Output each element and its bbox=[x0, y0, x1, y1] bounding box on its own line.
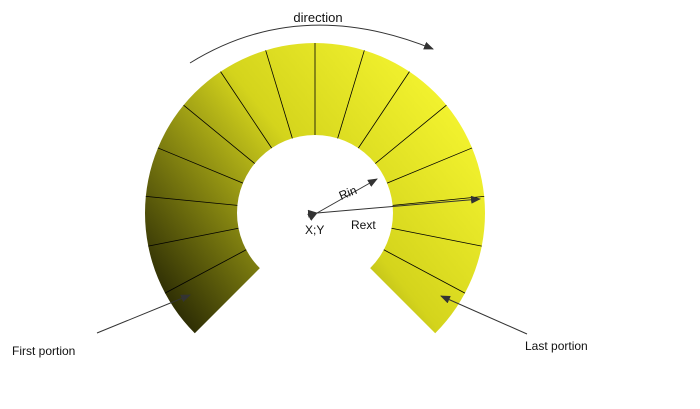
last-portion-label: Last portion bbox=[525, 339, 588, 353]
direction-label: direction bbox=[293, 10, 342, 25]
portion-divider bbox=[375, 104, 447, 164]
portion-divider bbox=[265, 50, 293, 139]
rext-arrow bbox=[307, 195, 481, 218]
portion-divider bbox=[145, 195, 238, 206]
portion-divider bbox=[148, 227, 239, 247]
portion-divider bbox=[157, 147, 244, 184]
portion-divider bbox=[183, 104, 255, 164]
portion-divider bbox=[386, 147, 473, 184]
portion-divider bbox=[220, 71, 273, 149]
rin-label: Rin bbox=[337, 183, 359, 203]
first-portion-label: First portion bbox=[12, 344, 75, 358]
portion-divider bbox=[164, 249, 247, 294]
portion-divider bbox=[337, 50, 365, 139]
center-label: X;Y bbox=[305, 223, 324, 237]
first-portion-arrow bbox=[96, 294, 191, 334]
ring-body bbox=[145, 43, 485, 334]
portion-divider bbox=[357, 71, 410, 149]
portion-divider bbox=[391, 227, 482, 247]
portion-divider bbox=[383, 249, 466, 294]
direction-arrow bbox=[189, 24, 434, 64]
rext-label: Rext bbox=[351, 218, 376, 232]
last-portion-arrow bbox=[440, 295, 528, 335]
